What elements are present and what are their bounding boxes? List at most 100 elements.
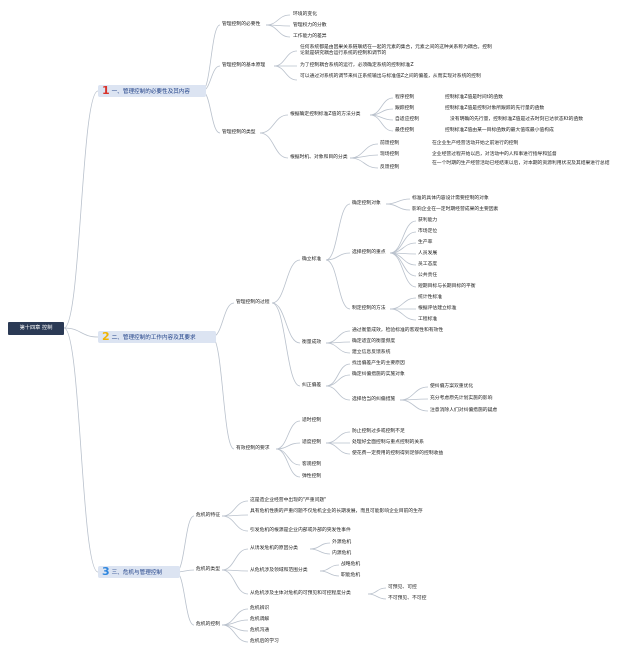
standard-method-node[interactable]: 根据确定控制标准Z值的方法分类 [290,112,361,117]
connector-line [221,548,249,571]
moderate-item: 防止控制过多或控制不足 [352,429,405,434]
root-node[interactable]: 第十四章 控制 [8,322,64,335]
connector-line [271,259,301,304]
crisis-type-item: 不可预见、不可控 [388,596,427,601]
principle-node[interactable]: 管理控制的基本原理 [222,63,266,68]
source-node[interactable]: 从诱发危机的原因分类 [250,546,298,551]
feature-item: 引发危机的根源是企业内部或外部的突发性事件 [250,528,351,533]
connector-line [221,500,249,517]
connector-line [325,203,351,261]
choose-item: 注意消除人们对纠偏措施的疑虑 [430,408,498,413]
type-desc: 企业经营过程开始以后，对活动中的人和事进行指导和监督 [432,152,557,157]
timing-node[interactable]: 根据时机、对象和目的分类 [290,155,348,160]
crisis-type-item: 职能危机 [341,573,361,578]
crisis-type-item: 内源危机 [332,551,352,556]
crisis-type-item: 战略危机 [341,562,361,567]
connector-line [259,114,289,134]
connector-line [319,570,340,577]
objects-node[interactable]: 确定控制对象 [352,201,381,206]
necessity-item: 环境的变化 [293,12,317,17]
crisis-type-item: 外源危机 [332,540,352,545]
type-name: 跟踪控制 [395,106,415,111]
effective-node[interactable]: 有效控制的要求 [236,446,270,451]
connector-line [389,308,417,321]
measure-node[interactable]: 衡量成效 [302,340,322,345]
connector-line [265,24,291,38]
connector-line [211,336,235,450]
standard-node[interactable]: 确立标准 [302,257,322,262]
branch-3-number: 3 [102,565,110,578]
type-desc: 控制标准Z值是时间t的函数 [445,95,503,100]
control-item: 危机辨识 [250,606,270,611]
crisis-type-item: 可预见、可控 [388,585,417,590]
connector-line [325,374,351,387]
connector-line [201,24,221,92]
measure-item: 建立信息反馈系统 [352,350,391,355]
key-item: 人员发展 [418,251,438,256]
connector-line [271,302,301,344]
connector-line [367,587,387,595]
method-item: 统计性标准 [418,295,442,300]
key-item: 生产率 [418,240,433,245]
feature-item: 这是造企业经营中出现的"严重问题" [250,498,327,503]
process-node[interactable]: 管理控制的过程 [236,300,270,305]
connector-line [309,548,331,555]
connector-line [271,302,301,387]
type-desc: 控制标准Z值是控制对象所跟踪的先行量的函数 [445,106,545,111]
features-node[interactable]: 危机的特征 [196,513,220,518]
moderate-item: 处理好全面控制与重点控制的关系 [352,440,424,445]
connector-line [63,327,99,573]
connector-line [273,50,298,67]
connector-line [325,252,351,261]
connector-line [221,569,249,595]
feature-item: 具有危机性质的严重问题不仅危机企业的长期发展，而且可能影响企业目前的生存 [250,509,423,514]
effective-item: 客观控制 [302,462,322,467]
keys-node[interactable]: 选择控制的重点 [352,250,386,255]
correct-item: 找出偏差产生的主要原因 [352,361,405,366]
connector-line [389,252,417,266]
connector-line [63,90,99,329]
methods-node[interactable]: 制定控制的方法 [352,306,386,311]
area-node[interactable]: 从危机涉及领域和范围分类 [250,568,308,573]
type-name: 现场控制 [380,152,400,157]
connector-line [367,593,387,600]
measure-item: 确定适宜的衡量频度 [352,339,396,344]
connector-line [259,132,289,159]
connector-line [325,442,351,455]
choose-node[interactable]: 选择恰当的纠偏措施 [352,397,396,402]
crisis-types-node[interactable]: 危机的类型 [196,567,220,572]
predict-node[interactable]: 从危机涉及主体对危机的可预见和可控程度分类 [250,591,351,596]
method-item: 根据评估建立标准 [418,306,457,311]
connector-line [275,442,301,450]
key-item: 短期目标与长期目标的平衡 [418,284,476,289]
correct-node[interactable]: 纠正偏差 [302,383,322,388]
connector-line [309,542,331,550]
connector-line [389,220,417,254]
effective-item: 适时控制 [302,418,322,423]
moderate-item: 使花费一定费用的控制得到足够的控制收益 [352,451,444,456]
control-item: 危机后的学习 [250,639,279,644]
key-item: 市场定位 [418,229,438,234]
type-desc: 控制标准Z值由某一目标函数的最大值或最小值构成 [445,128,554,133]
connector-line [201,90,221,134]
choose-item: 使纠偏方案双重优化 [430,384,474,389]
type-desc: 在企业生产经营活动开始之前进行的控制 [432,141,519,146]
connector-line [349,143,379,159]
control-item: 危机沟通 [250,628,270,633]
connector-line [385,198,411,205]
crisis-control-node[interactable]: 危机的控制 [196,622,220,627]
connector-line [273,65,298,81]
connector-line [63,327,99,338]
connector-line [325,330,351,344]
principle-item: 任何系统都是由因果关系链联结在一起的元素的集合，元素之间的这种关系称为耦合。控制… [300,45,492,56]
moderate-node[interactable]: 适度控制 [302,440,322,445]
control-item: 危机调解 [250,617,270,622]
types-node[interactable]: 管理控制的类型 [222,130,256,135]
necessity-node[interactable]: 管理控制的必要性 [222,22,261,27]
type-name: 最佳控制 [395,128,415,133]
